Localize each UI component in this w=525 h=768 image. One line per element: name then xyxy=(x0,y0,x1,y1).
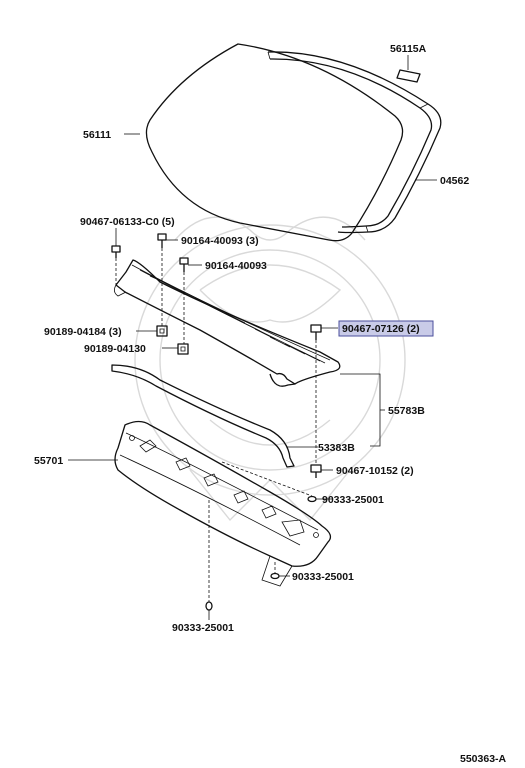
label-90467-06133[interactable]: 90467-06133-C0 (5) xyxy=(80,216,175,228)
louver-55783B xyxy=(114,259,341,387)
windshield-56111 xyxy=(145,43,404,242)
grommet-90333-25001-c-icon xyxy=(205,601,213,611)
diagram-id: 550363-A xyxy=(460,753,507,765)
label-55783B[interactable]: 55783B xyxy=(388,405,425,417)
label-90467-10152[interactable]: 90467-10152 (2) xyxy=(336,465,414,477)
seal-53383B xyxy=(111,364,295,468)
label-56115A[interactable]: 56115A xyxy=(390,43,427,55)
bolt-90164-40093-icon xyxy=(179,257,189,272)
bolt-90164-40093-3-icon xyxy=(157,233,167,248)
highlight-box xyxy=(338,320,434,337)
clip-90467-07126-icon xyxy=(310,324,322,340)
label-90333-25001-a[interactable]: 90333-25001 xyxy=(322,494,384,506)
label-56111[interactable]: 56111 xyxy=(83,129,111,141)
glass-04562 xyxy=(267,51,442,234)
grommet-90333-25001-a-icon xyxy=(307,495,317,503)
nut-90189-04130-icon xyxy=(177,343,189,355)
label-90164-40093[interactable]: 90164-40093 xyxy=(205,260,267,272)
leader-lines xyxy=(68,55,437,620)
label-04562[interactable]: 04562 xyxy=(440,175,469,187)
label-90189-04184[interactable]: 90189-04184 (3) xyxy=(44,326,122,338)
label-90164-40093-3[interactable]: 90164-40093 (3) xyxy=(181,235,259,247)
assembly-lines xyxy=(115,248,317,602)
label-90333-25001-b[interactable]: 90333-25001 xyxy=(292,571,354,583)
pad-56115A xyxy=(396,69,421,83)
label-90333-25001-c[interactable]: 90333-25001 xyxy=(172,622,234,634)
cowl-panel-55701 xyxy=(114,420,332,587)
grommet-90333-25001-b-icon xyxy=(270,572,280,580)
nut-90189-04184-icon xyxy=(156,325,168,337)
clip-90467-06133-icon xyxy=(111,245,121,258)
label-55701[interactable]: 55701 xyxy=(34,455,63,467)
label-90189-04130[interactable]: 90189-04130 xyxy=(84,343,146,355)
label-53383B[interactable]: 53383B xyxy=(318,442,355,454)
label-90467-07126[interactable]: 90467-07126 (2) xyxy=(342,323,420,335)
clip-90467-10152-icon xyxy=(310,464,322,478)
